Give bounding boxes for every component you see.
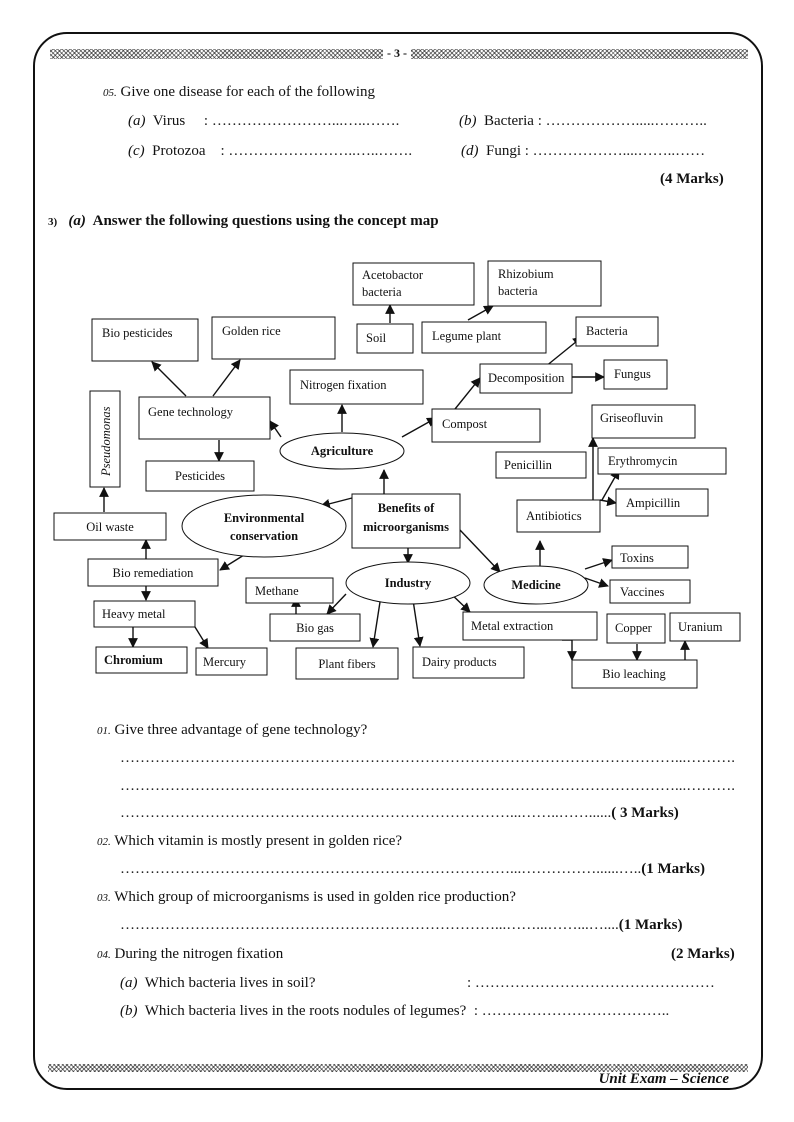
question-02-number: 02. — [97, 836, 111, 848]
page-number: - 3 - — [383, 46, 411, 61]
question-01-text: Give three advantage of gene technology? — [114, 722, 368, 738]
answer-line[interactable]: : ………………....……..…… — [524, 143, 706, 159]
question-03-text: Which group of microorganisms is used in… — [114, 889, 516, 905]
q05-d-text: Fungi — [486, 143, 522, 159]
q3-heading: 3) (a) Answer the following questions us… — [48, 213, 439, 230]
question-04-b-text: Which bacteria lives in the roots nodule… — [144, 1003, 467, 1019]
question-04-number: 04. — [97, 949, 111, 961]
q05-c-label: (c) — [128, 143, 145, 159]
answer-line[interactable]: …………………………………………………………………...……...……...….… — [120, 917, 619, 933]
question-03: 03. Which group of microorganisms is use… — [97, 889, 516, 906]
question-01: 01. Give three advantage of gene technol… — [97, 722, 367, 739]
question-04-a: (a) Which bacteria lives in soil? — [120, 975, 316, 992]
answer-line-with-marks: ……………………………………………………………………...……………......… — [120, 861, 705, 878]
bottom-hatch-band — [48, 1064, 748, 1072]
answer-line[interactable]: …………………………………………………………………………………………………...… — [120, 750, 735, 766]
answer-line[interactable]: …………………………………………………………………………………………………...… — [120, 778, 735, 794]
question-03-number: 03. — [97, 892, 111, 904]
q05-b-label: (b) — [459, 113, 477, 129]
answer-line-with-marks: …………………………………………………………………...……...……...….… — [120, 917, 683, 934]
question-02: 02. Which vitamin is mostly present in g… — [97, 833, 402, 850]
question-01-marks: ( 3 Marks) — [611, 805, 679, 821]
footer-title: Unit Exam – Science — [598, 1071, 729, 1087]
question-04: 04. During the nitrogen fixation — [97, 946, 283, 963]
answer-line[interactable]: : ……………………..…..……. — [209, 143, 413, 159]
question-04-a-text: Which bacteria lives in soil? — [144, 975, 316, 991]
question-02-text: Which vitamin is mostly present in golde… — [114, 833, 403, 849]
q05-number: 05. — [103, 87, 117, 99]
q05-a-label: (a) — [128, 113, 146, 129]
q05-a-text: Virus — [152, 113, 186, 129]
question-03-marks: (1 Marks) — [618, 917, 683, 933]
q05-text: Give one disease for each of the followi… — [120, 84, 376, 100]
answer-line[interactable]: ……………………………………………………………………...……..…….....… — [120, 805, 612, 821]
question-02-marks: (1 Marks) — [641, 861, 705, 877]
q05-b: (b) Bacteria : ……………….....……….. — [459, 113, 707, 130]
q05-b-text: Bacteria — [484, 113, 534, 129]
q05-c: (c) Protozoa : ……………………..…..……. — [128, 143, 412, 160]
q05-c-text: Protozoa — [152, 143, 206, 159]
q3-part: (a) — [68, 213, 86, 229]
question-04-b-label: (b) — [120, 1003, 138, 1019]
answer-line[interactable]: ……………………………………………………………………...……………......… — [120, 861, 642, 877]
answer-line[interactable]: : ………………………………………… — [467, 975, 715, 991]
answer-line[interactable]: : ……………….....……….. — [537, 113, 707, 129]
answer-line-with-marks: ……………………………………………………………………...……..…….....… — [120, 805, 679, 822]
q05-d-label: (d) — [461, 143, 479, 159]
q05-a: (a) Virus : ……………………...…..……. — [128, 113, 399, 130]
q05-marks: (4 Marks) — [660, 171, 724, 187]
answer-line[interactable]: : ……………………………….. — [470, 1003, 670, 1019]
answer-line[interactable]: : ……………………...…..……. — [188, 113, 400, 129]
question-04-b: (b) Which bacteria lives in the roots no… — [120, 1003, 669, 1020]
q3-instruction: Answer the following questions using the… — [92, 213, 439, 229]
q3-number: 3) — [48, 216, 58, 228]
q05-prompt: 05. Give one disease for each of the fol… — [103, 84, 375, 101]
question-04-marks: (2 Marks) — [671, 946, 735, 962]
page-border — [33, 32, 763, 1090]
question-04-a-label: (a) — [120, 975, 138, 991]
question-01-number: 01. — [97, 725, 111, 737]
question-04-text: During the nitrogen fixation — [114, 946, 284, 962]
q05-d: (d) Fungi : ………………....……..…… — [461, 143, 705, 160]
